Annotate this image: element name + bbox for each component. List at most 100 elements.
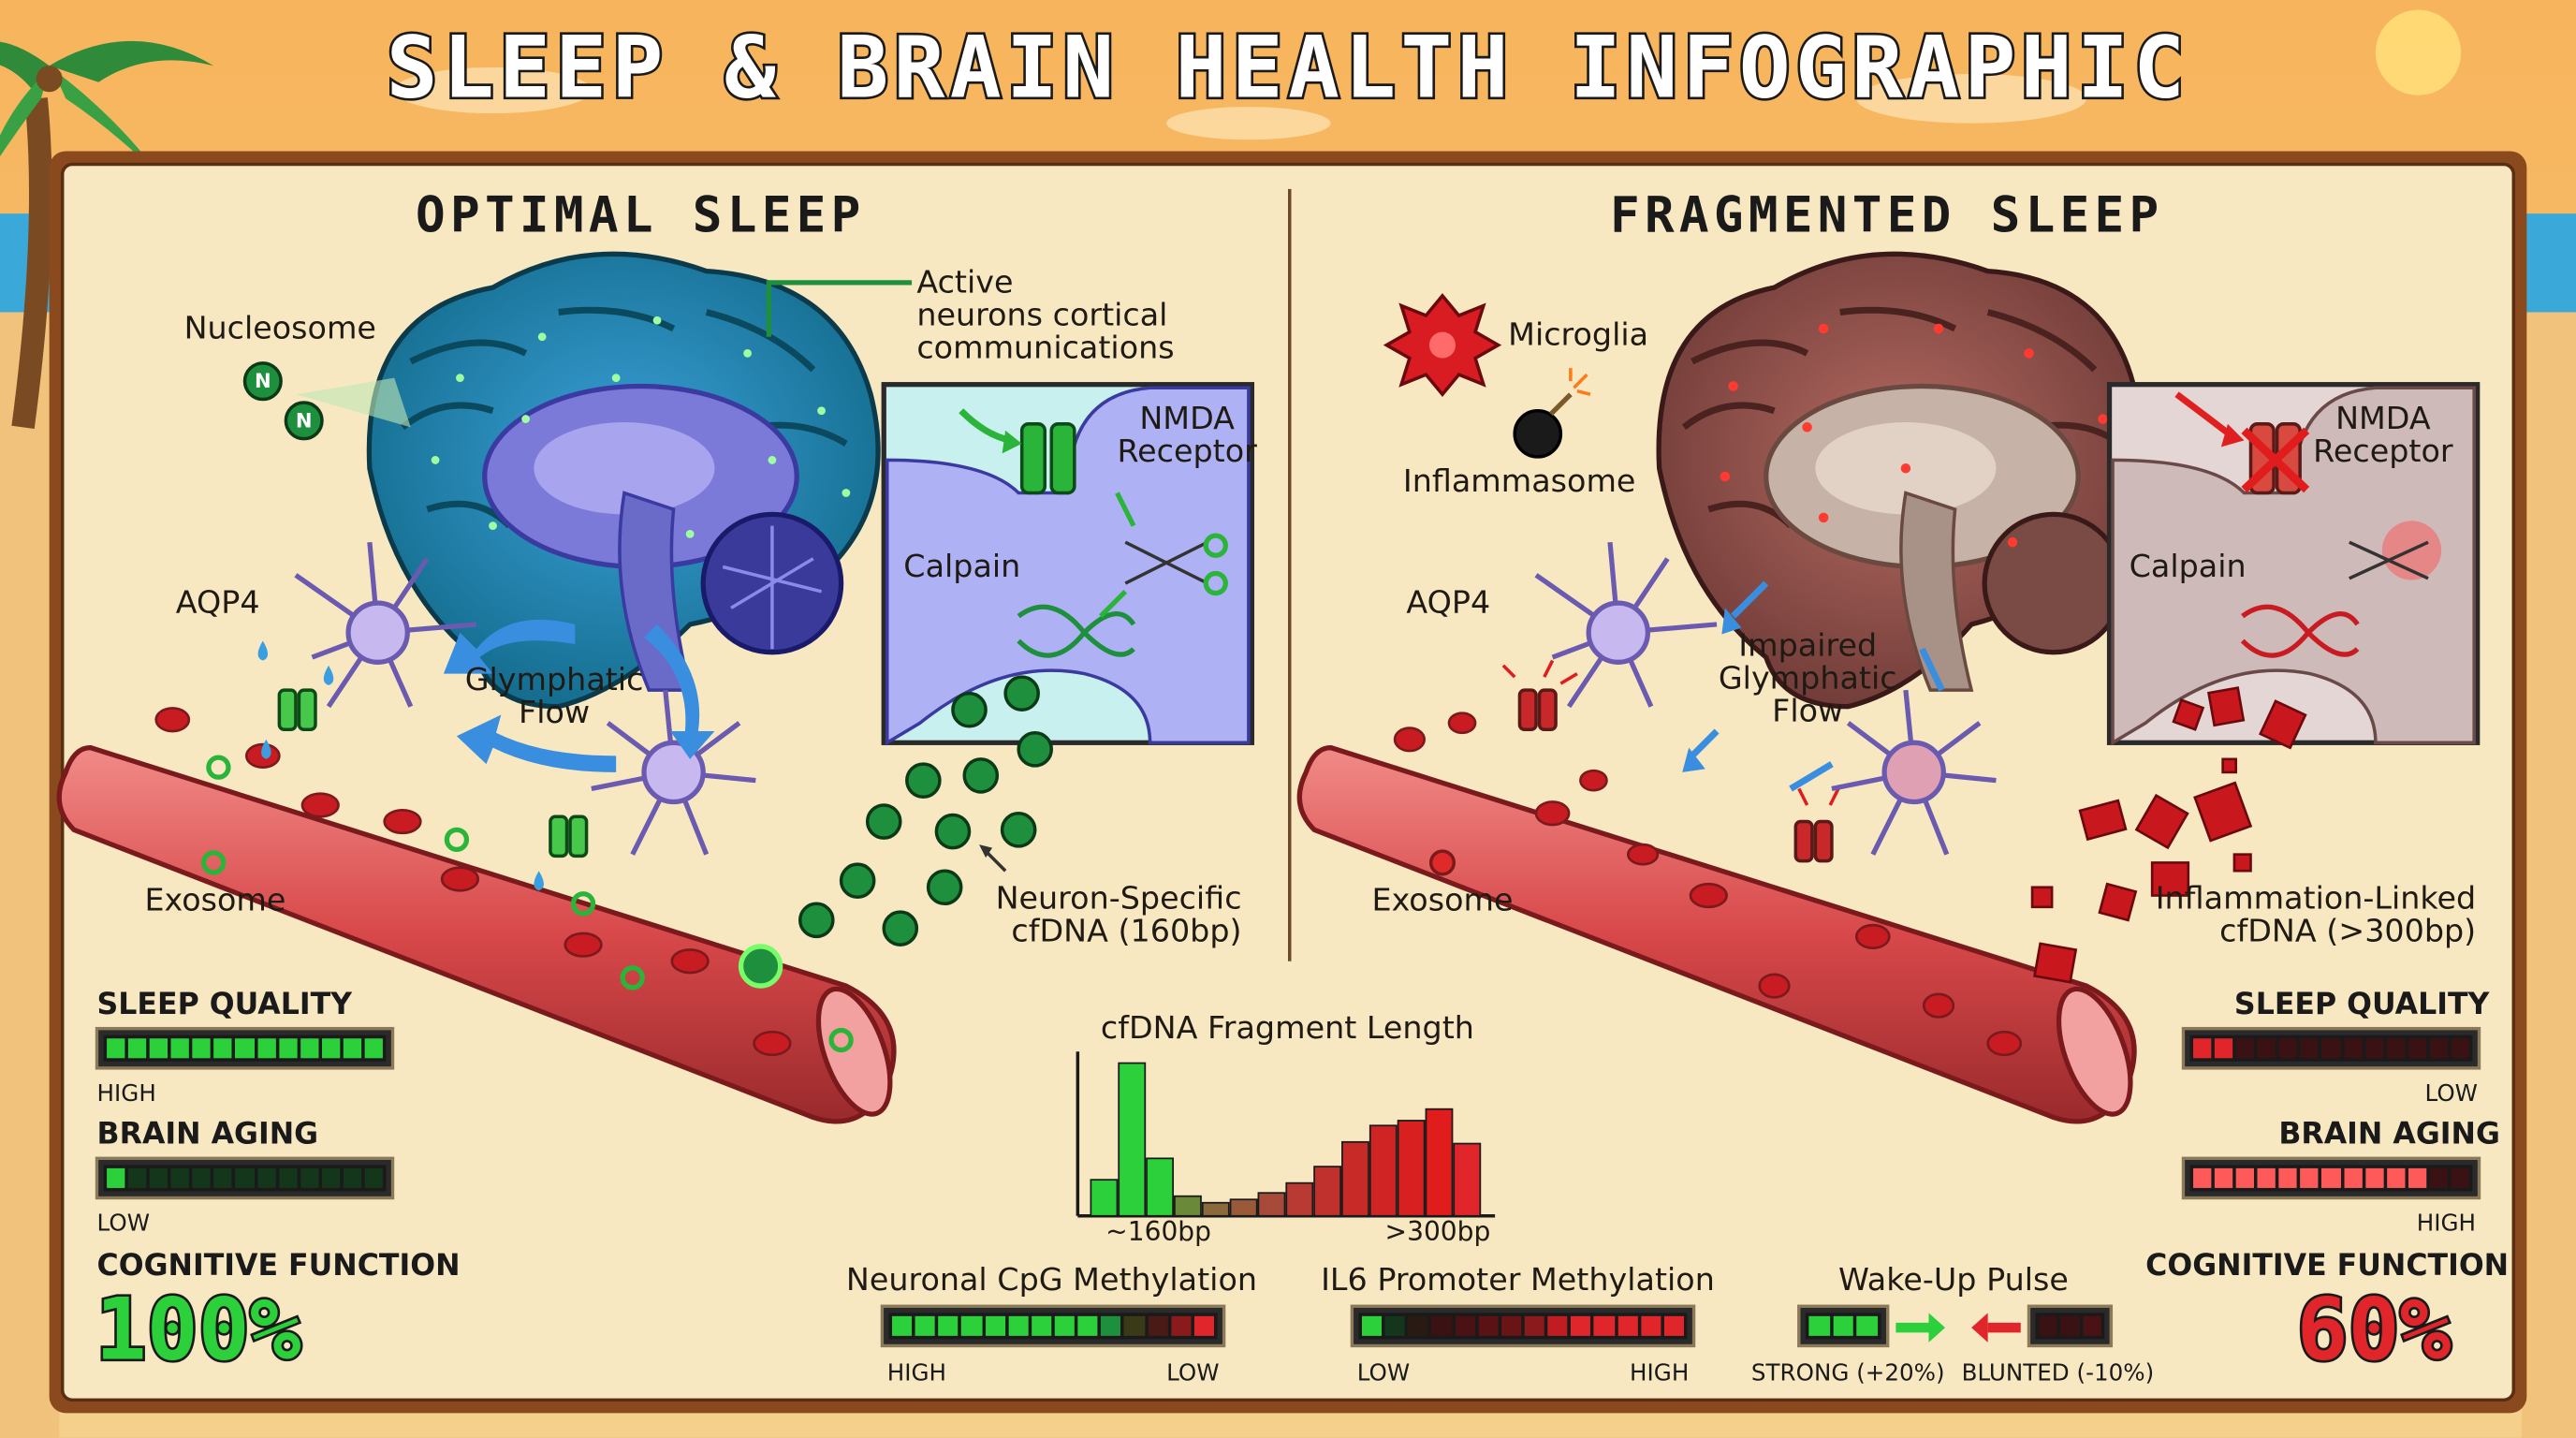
astrocyte-icon: [1534, 541, 1997, 856]
meter-segment: [938, 1315, 959, 1336]
meter-segment: [300, 1167, 319, 1188]
meter-segment: [1663, 1315, 1684, 1336]
calpain-label: Calpain: [2129, 549, 2247, 585]
brain-aging-level: LOW: [96, 1211, 151, 1238]
meter-segment: [213, 1038, 233, 1059]
meter-segment: [1455, 1315, 1475, 1336]
meter-segment: [256, 1167, 276, 1188]
meter-segment: [2386, 1038, 2406, 1059]
meter-segment: [1193, 1315, 1214, 1336]
il6-right-label: HIGH: [1630, 1360, 1690, 1387]
histogram-label-short: ~160bp: [1105, 1215, 1211, 1248]
glymphatic-arrow-icon: [443, 619, 715, 772]
meter-segment: [107, 1038, 125, 1059]
impaired-flow-arrow-icon: [1690, 580, 1945, 792]
meter-segment: [256, 1038, 276, 1059]
meter-segment: [278, 1038, 298, 1059]
meter-segment: [1384, 1315, 1406, 1336]
meter-segment: [2235, 1038, 2255, 1059]
histogram-bar: [1229, 1198, 1258, 1217]
meter-segment: [1571, 1315, 1591, 1336]
histogram-bar: [1118, 1062, 1147, 1217]
meter-segment: [321, 1167, 341, 1188]
brain-aging-label: BRAIN AGING: [96, 1117, 319, 1152]
blood-vessel-damaged: [1296, 659, 2137, 1124]
meter-segment: [364, 1038, 383, 1059]
meter-segment: [1008, 1315, 1029, 1336]
meter-segment: [915, 1315, 936, 1336]
meter-segment: [1617, 1315, 1638, 1336]
optimal-heading: OPTIMAL SLEEP: [416, 187, 866, 245]
sleep-quality-meter: [98, 1030, 391, 1067]
cfdna-fragments-healthy: [738, 675, 1054, 989]
meter-segment: [1031, 1315, 1052, 1336]
brain-aging-level: HIGH: [2416, 1211, 2477, 1238]
cognitive-function-label: COGNITIVE FUNCTION: [2145, 1248, 2510, 1284]
meter-segment: [235, 1167, 255, 1188]
meter-segment: [2451, 1167, 2469, 1188]
scissors-icon: [1124, 533, 1228, 596]
meter-segment: [2215, 1038, 2233, 1059]
meter-segment: [985, 1315, 1005, 1336]
brain-aging-meter: [2185, 1160, 2478, 1196]
wake-blunted-label: BLUNTED (-10%): [1961, 1360, 2155, 1387]
wake-blunted-meter: [2030, 1308, 2110, 1344]
meter-segment: [2364, 1038, 2384, 1059]
sleep-quality-level: HIGH: [96, 1080, 156, 1108]
meter-segment: [1808, 1315, 1830, 1336]
meter-segment: [2278, 1038, 2298, 1059]
meter-segment: [170, 1167, 190, 1188]
meter-segment: [1101, 1315, 1121, 1336]
wake-strong-label: STRONG (+20%): [1750, 1360, 1945, 1387]
wake-arrows: [1895, 1313, 2021, 1343]
sleep-quality-label: SLEEP QUALITY: [96, 987, 353, 1022]
meter-segment: [961, 1315, 982, 1336]
meter-segment: [2408, 1167, 2427, 1188]
meter-segment: [2321, 1167, 2341, 1188]
histogram-bar: [1285, 1181, 1314, 1217]
meter-segment: [2082, 1315, 2101, 1336]
nucleosome-label: Nucleosome: [183, 310, 376, 347]
nucleosome-icon: N: [284, 401, 324, 441]
cloud-icon: [394, 66, 2086, 140]
meter-segment: [2235, 1167, 2255, 1188]
meter-segment: [128, 1167, 147, 1188]
meter-segment: [2300, 1038, 2320, 1059]
astrocyte-icon: [294, 541, 756, 856]
meter-segment: [2039, 1315, 2057, 1336]
meter-segment: [192, 1167, 212, 1188]
meter-segment: [1524, 1315, 1545, 1336]
histogram-bar: [1257, 1192, 1286, 1217]
microglia-icon: [1383, 293, 1502, 397]
exosome-label: Exosome: [144, 882, 286, 919]
meter-segment: [2364, 1167, 2384, 1188]
meter-segment: [1431, 1315, 1452, 1336]
meter-segment: [321, 1038, 341, 1059]
meter-segment: [1170, 1315, 1192, 1336]
meter-segment: [1640, 1315, 1661, 1336]
histogram-bar: [1313, 1166, 1342, 1217]
meter-segment: [300, 1038, 319, 1059]
wake-strong-meter: [1800, 1308, 1886, 1344]
meter-segment: [2060, 1315, 2080, 1336]
bomb-icon: [1513, 368, 1591, 459]
sleep-quality-level: LOW: [2424, 1080, 2478, 1108]
cfdna-histogram: [1076, 1051, 1496, 1218]
brain-aging-label: BRAIN AGING: [2278, 1117, 2500, 1152]
inflammasome-label: Inflammasome: [1402, 462, 1636, 500]
meter-segment: [278, 1167, 298, 1188]
meter-segment: [892, 1315, 913, 1336]
meter-segment: [343, 1038, 362, 1059]
meter-segment: [2193, 1038, 2212, 1059]
histogram-bar: [1341, 1140, 1369, 1217]
aqp4-channel-icon: [277, 688, 589, 858]
blood-vessel-healthy: [56, 640, 897, 1124]
healthy-brain: [366, 251, 913, 710]
meter-segment: [2451, 1038, 2469, 1059]
meter-segment: [2257, 1167, 2276, 1188]
wake-up-pulse-label: Wake-Up Pulse: [1837, 1261, 2069, 1299]
